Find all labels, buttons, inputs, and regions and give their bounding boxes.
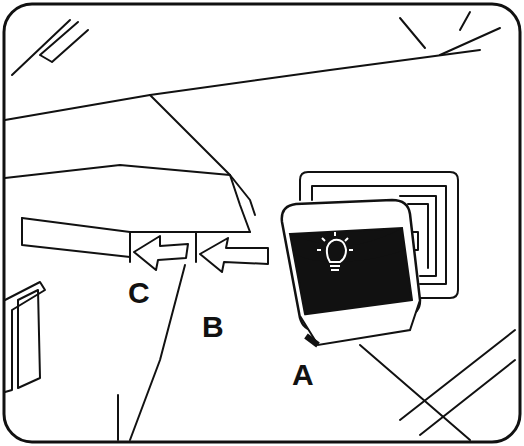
trim-line [400,12,500,55]
position-label: B [202,312,224,342]
vent-outline [5,282,45,392]
position-label: A [292,360,314,390]
panel-edge [22,218,130,257]
panel-edge [5,50,480,120]
position-label: C [128,278,150,308]
lamp-symbol [317,232,353,270]
vent-outline [18,290,40,388]
panel-edge [117,395,119,440]
frame [4,4,520,442]
panel-edge [400,330,515,435]
push-arrow [134,236,188,270]
panel-edge [230,175,250,232]
panel-edge [5,165,230,178]
rocker-switch [282,200,420,345]
panel-edge [22,218,250,232]
panel-edge [150,95,255,215]
trim-line [12,20,70,75]
position-tick [195,232,197,262]
position-tick [129,232,131,262]
push-arrow [200,238,268,272]
panel-edge [360,345,470,440]
